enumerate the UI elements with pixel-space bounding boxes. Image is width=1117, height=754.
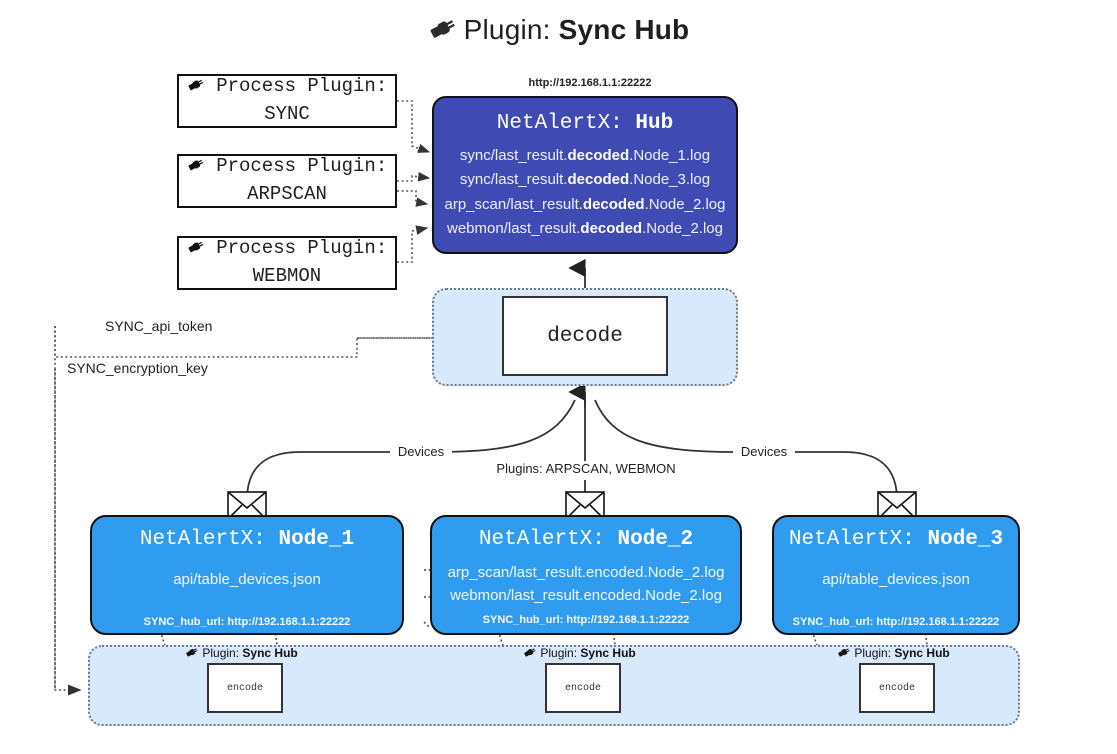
node-title: NetAlertX: Node_1 [92, 528, 402, 551]
process-plugin-box-sync[interactable]: Process Plugin: SYNC [177, 74, 397, 128]
node-value: Node_1 [278, 528, 355, 551]
log-post: .Node_2.log [642, 219, 723, 237]
node-line: arp_scan/last_result.encoded.Node_2.log [447, 564, 725, 581]
edge-label-center-plugins: Plugins: ARPSCAN, WEBMON [490, 461, 682, 476]
node-title: NetAlertX: Node_2 [432, 528, 740, 551]
hub-label: NetAlertX: [496, 112, 623, 135]
node-footer: SYNC_hub_url: http://192.168.1.1:22222 [792, 616, 1000, 629]
plugin-label: Plugin: [202, 646, 240, 660]
hub-value: Hub [635, 112, 674, 135]
plugin-value: Sync Hub [580, 646, 636, 660]
title-value: Sync Hub [558, 14, 690, 45]
log-prefix: sync/last_result. [459, 147, 568, 164]
node-value: Node_3 [927, 528, 1004, 551]
secret-label-api-token: SYNC_api_token [100, 318, 218, 334]
log-prefix: webmon/last_result. [447, 219, 581, 237]
hub-card[interactable]: NetAlertX: Hub sync/last_result.decoded.… [432, 96, 738, 254]
log-mid: decoded [567, 171, 630, 189]
log-post: .Node_3.log [629, 171, 711, 189]
plug-icon [187, 237, 216, 259]
plug-icon [428, 16, 458, 49]
node-title: NetAlertX: Node_3 [774, 528, 1018, 551]
encoder-plugin-label-2: Plugin: Sync Hub [523, 646, 636, 660]
edge-label-left-devices: Devices [390, 444, 452, 459]
node-label: NetAlertX: [478, 528, 605, 551]
log-mid: decoded [580, 219, 643, 237]
plugin-value: Sync Hub [242, 646, 298, 660]
process-plugin-label: Process Plugin: [216, 75, 388, 98]
process-plugin-value: WEBMON [252, 265, 322, 287]
node-line: api/table_devices.json [173, 571, 321, 588]
node-label: NetAlertX: [139, 528, 266, 551]
process-plugin-value: SYNC [264, 103, 310, 125]
log-prefix: sync/last_result. [459, 171, 568, 189]
hub-title: NetAlertX: Hub [434, 112, 736, 135]
plug-icon [523, 646, 540, 660]
encoder-plugin-label-1: Plugin: Sync Hub [185, 646, 298, 660]
node-line: api/table_devices.json [822, 571, 970, 588]
hub-log-line: sync/last_result.decoded.Node_3.log [434, 168, 736, 192]
hub-log-line: sync/last_result.decoded.Node_1.log [434, 144, 736, 168]
hub-log-list: sync/last_result.decoded.Node_1.log sync… [434, 144, 736, 241]
encode-box-3[interactable]: encode [859, 663, 935, 713]
process-plugin-label: Process Plugin: [216, 155, 388, 178]
hub-log-line: webmon/last_result.decoded.Node_2.log [434, 217, 736, 241]
log-post: .Node_2.log [644, 195, 726, 213]
log-prefix: arp_scan/last_result. [444, 195, 583, 213]
encode-box-2[interactable]: encode [545, 663, 621, 713]
page-title: Plugin: Sync Hub [0, 14, 1117, 49]
process-plugin-box-webmon[interactable]: Process Plugin: WEBMON [177, 236, 397, 290]
plug-icon [837, 646, 854, 660]
process-plugin-label: Process Plugin: [216, 237, 388, 260]
node-card-node-3[interactable]: NetAlertX: Node_3 api/table_devices.json… [772, 515, 1020, 635]
log-post: .Node_1.log [629, 147, 711, 164]
plug-icon [187, 155, 216, 177]
plug-icon [185, 646, 202, 660]
plugin-label: Plugin: [540, 646, 578, 660]
node-footer: SYNC_hub_url: http://192.168.1.1:22222 [482, 613, 690, 626]
plug-icon [187, 75, 216, 97]
node-footer: SYNC_hub_url: http://192.168.1.1:22222 [143, 616, 351, 629]
node-label: NetAlertX: [788, 528, 915, 551]
plugin-value: Sync Hub [894, 646, 950, 660]
node-line: webmon/last_result.encoded.Node_2.log [450, 587, 722, 605]
plugin-label: Plugin: [854, 646, 892, 660]
log-mid: decoded [582, 195, 645, 213]
node-value: Node_2 [617, 528, 694, 551]
secret-label-encryption-key: SYNC_encryption_key [62, 360, 213, 376]
node-card-node-1[interactable]: NetAlertX: Node_1 api/table_devices.json… [90, 515, 404, 635]
hub-url-label: http://192.168.1.1:22222 [528, 77, 652, 89]
process-plugin-value: ARPSCAN [247, 183, 327, 205]
encoder-plugin-label-3: Plugin: Sync Hub [837, 646, 950, 660]
edge-label-right-devices: Devices [733, 444, 795, 459]
title-label: Plugin: [463, 14, 551, 45]
encode-box-1[interactable]: encode [207, 663, 283, 713]
log-mid: decoded [567, 147, 630, 164]
decode-box[interactable]: decode [502, 296, 668, 376]
hub-log-line: arp_scan/last_result.decoded.Node_2.log [434, 193, 736, 217]
process-plugin-box-arpscan[interactable]: Process Plugin: ARPSCAN [177, 154, 397, 208]
node-card-node-2[interactable]: NetAlertX: Node_2 arp_scan/last_result.e… [430, 515, 742, 635]
